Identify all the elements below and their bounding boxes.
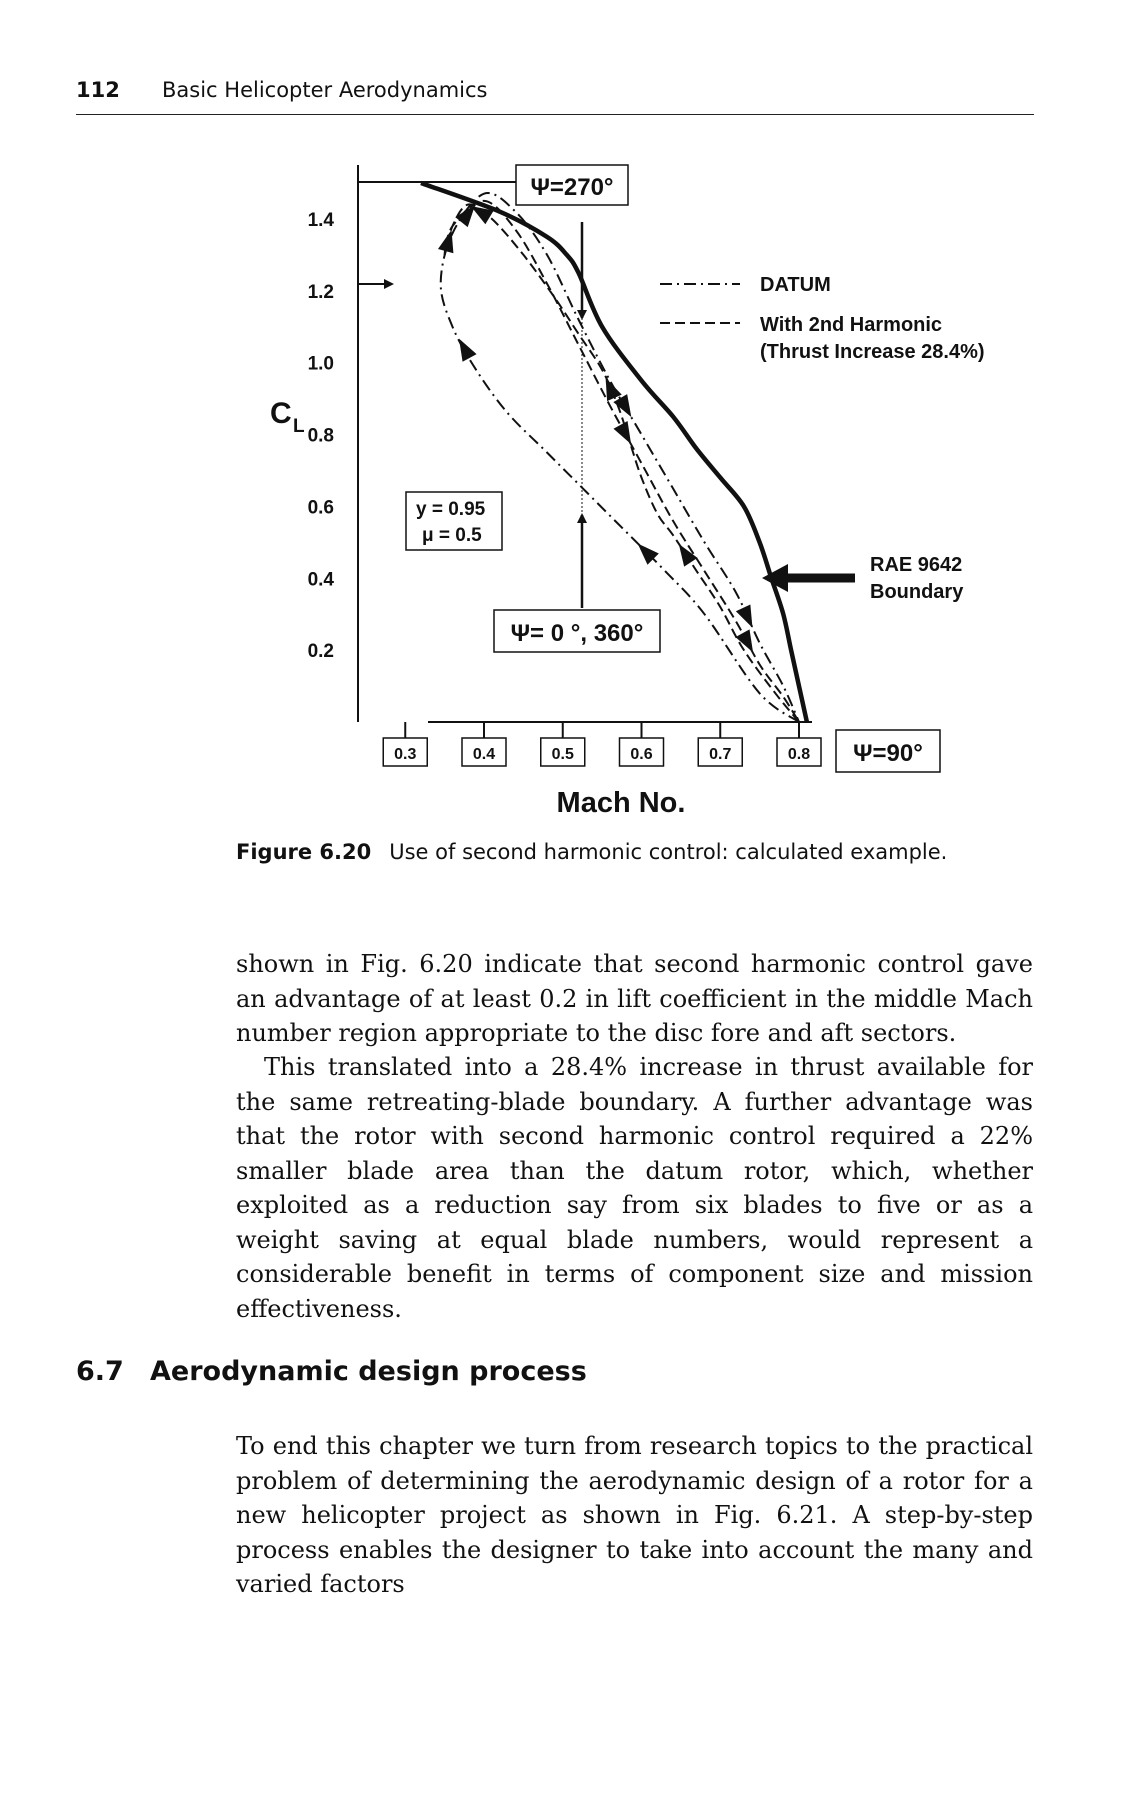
loop-arrow (437, 229, 454, 254)
x-tick-box (776, 737, 822, 767)
loop-arrow (735, 629, 754, 653)
y-tick-label: 1.4 (308, 210, 335, 231)
loop-arrow (459, 338, 477, 362)
legend: DATUM With 2nd Harmonic (Thrust Increase… (660, 274, 985, 363)
legend-datum-label: DATUM (760, 274, 831, 296)
x-tick-labels: 0.3 0.4 0.5 0.6 0.7 0.8 (382, 722, 822, 767)
section-title: Aerodynamic design process (150, 1356, 587, 1387)
psi-90-box (835, 729, 941, 773)
x-tick-label: 0.8 (788, 746, 810, 763)
y-tick-label: 0.2 (308, 641, 334, 662)
loop-arrow (455, 204, 476, 228)
loop-arrow (637, 543, 659, 565)
x-tick-label: 0.5 (552, 746, 574, 763)
paragraph-3: To end this chapter we turn from researc… (236, 1432, 1033, 1598)
x-tick-box (461, 737, 507, 767)
boundary-label-line2: Boundary (870, 581, 964, 603)
caption-label: Figure 6.20 (236, 840, 372, 864)
y-tick-label: 0.4 (308, 569, 335, 590)
x-tick-label: 0.3 (394, 746, 416, 763)
loop-arrow (735, 604, 753, 628)
legend-harmonic-label: With 2nd Harmonic (760, 314, 942, 336)
page-number: 112 (76, 78, 120, 102)
y-tick-label: 0.8 (308, 426, 334, 447)
loop-direction-arrows (437, 204, 754, 653)
loop-arrow (613, 394, 632, 418)
x-tick-box (618, 737, 665, 767)
psi-270-label: Ψ=270° (530, 174, 613, 201)
running-head: 112 Basic Helicopter Aerodynamics (76, 78, 1034, 115)
x-axis-label: Mach No. (557, 787, 686, 819)
psi-0-box (493, 609, 661, 653)
x-tick-label: 0.7 (709, 746, 731, 763)
x-tick-box (382, 737, 428, 767)
series-datum (439, 192, 800, 723)
caption-text: Use of second harmonic control: calculat… (389, 840, 948, 864)
series-with-2nd-harmonic (443, 199, 800, 723)
psi-0-label: Ψ= 0 °, 360° (511, 620, 644, 647)
y-axis-label: C (270, 397, 292, 430)
figure-6-20-chart: 1.4 1.2 1.0 0.8 0.6 0.4 0.2 0.3 0.4 0.5 0.6 0.7 0.8… (270, 164, 985, 819)
y-tick-label: 1.2 (308, 282, 334, 303)
psi-270-box (515, 164, 629, 206)
loop-arrow (605, 377, 622, 402)
y-parameter: y = 0.95 (416, 499, 486, 520)
paragraph-1: shown in Fig. 6.20 indicate that second … (236, 950, 1033, 1047)
running-title: Basic Helicopter Aerodynamics (162, 78, 488, 102)
mu-parameter: μ = 0.5 (422, 525, 482, 546)
x-tick-label: 0.6 (630, 746, 652, 763)
series-rae9642-boundary (420, 180, 810, 723)
y-axis-label-subscript: L (293, 416, 305, 437)
psi-90-label: Ψ=90° (853, 740, 923, 767)
boundary-label-line1: RAE 9642 (870, 554, 962, 576)
loop-arrow (678, 543, 698, 567)
legend-harmonic-label-2: (Thrust Increase 28.4%) (760, 341, 985, 363)
paragraph-2: This translated into a 28.4% increase in… (236, 1053, 1033, 1323)
y-tick-labels: 1.4 1.2 1.0 0.8 0.6 0.4 0.2 (308, 210, 335, 662)
y-tick-label: 1.0 (308, 354, 334, 375)
psi-270-bracket (357, 181, 516, 289)
boundary-arrowhead (762, 564, 788, 592)
figure-caption: Figure 6.20 Use of second harmonic contro… (236, 840, 1096, 864)
section-heading: 6.7 Aerodynamic design process (76, 1356, 587, 1387)
parameter-box (405, 491, 503, 551)
section-number: 6.7 (76, 1356, 124, 1387)
loop-arrow (613, 421, 632, 445)
loop-arrow (470, 205, 494, 225)
x-tick-box (697, 737, 743, 767)
x-tick-label: 0.4 (473, 746, 495, 763)
x-tick-box (540, 737, 586, 767)
y-tick-label: 0.6 (308, 497, 334, 518)
